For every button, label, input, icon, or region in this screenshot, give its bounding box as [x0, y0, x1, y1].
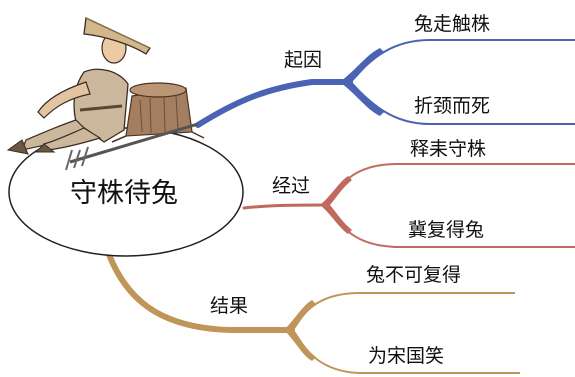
center-title: 守株待兔: [70, 178, 178, 209]
leaf-label-cause-1: 兔走触株: [414, 13, 490, 35]
branch-fork-process: [320, 176, 352, 234]
branch-label-result: 结果: [210, 295, 248, 317]
center-node: [8, 127, 244, 257]
leaf-line-cause-1: [349, 39, 575, 83]
branch-fork-result: [284, 300, 316, 361]
branch-line-process: [242, 203, 330, 210]
leaf-label-result-1: 兔不可复得: [366, 264, 461, 286]
branch-fork-cause: [340, 48, 384, 116]
leaf-label-result-2: 为宋国笑: [368, 345, 444, 367]
branch-label-process: 经过: [272, 175, 310, 197]
leaf-label-process-1: 释耒守株: [410, 138, 486, 160]
leaf-line-process-1: [327, 163, 575, 206]
branch-line-cause: [195, 79, 353, 128]
leaf-line-result-1: [291, 292, 515, 331]
leaf-label-cause-2: 折颈而死: [414, 95, 490, 117]
leaf-label-process-2: 冀复得兔: [408, 219, 484, 241]
farmer-illustration: [6, 17, 205, 171]
branch-line-result: [101, 237, 295, 333]
branch-label-cause: 起因: [284, 49, 322, 71]
